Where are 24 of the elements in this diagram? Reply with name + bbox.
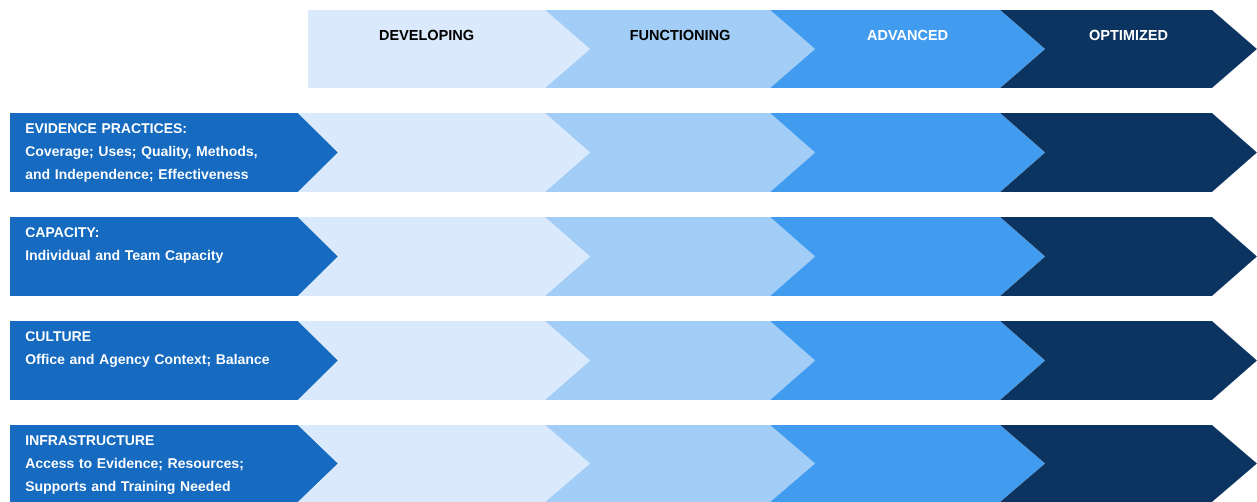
level-band bbox=[1000, 321, 1257, 400]
level-band bbox=[298, 217, 590, 296]
level-band bbox=[1000, 113, 1257, 192]
level-band bbox=[770, 217, 1045, 296]
level-band bbox=[1000, 217, 1257, 296]
category-band: CAPACITY: Individual and Team Capacity bbox=[10, 217, 338, 296]
level-band bbox=[545, 217, 815, 296]
level-band bbox=[545, 321, 815, 400]
level-band bbox=[770, 113, 1045, 192]
stage-band: OPTIMIZED bbox=[1000, 10, 1257, 88]
category-band: EVIDENCE PRACTICES: Coverage; Uses; Quality, Methods, and Independence; Effectiveness bbox=[10, 113, 338, 192]
category-band: CULTURE Office and Agency Context; Balance bbox=[10, 321, 338, 400]
stage-band: DEVELOPING bbox=[308, 10, 590, 88]
level-band bbox=[545, 425, 815, 502]
stage-band: FUNCTIONING bbox=[545, 10, 815, 88]
level-band bbox=[545, 113, 815, 192]
stage-band: ADVANCED bbox=[770, 10, 1045, 88]
category-band: INFRASTRUCTURE Access to Evidence; Resources; Supports and Training Needed bbox=[10, 425, 338, 502]
level-band bbox=[1000, 425, 1257, 502]
level-band bbox=[298, 425, 590, 502]
level-band bbox=[298, 113, 590, 192]
level-band bbox=[298, 321, 590, 400]
level-band bbox=[770, 425, 1045, 502]
level-band bbox=[770, 321, 1045, 400]
